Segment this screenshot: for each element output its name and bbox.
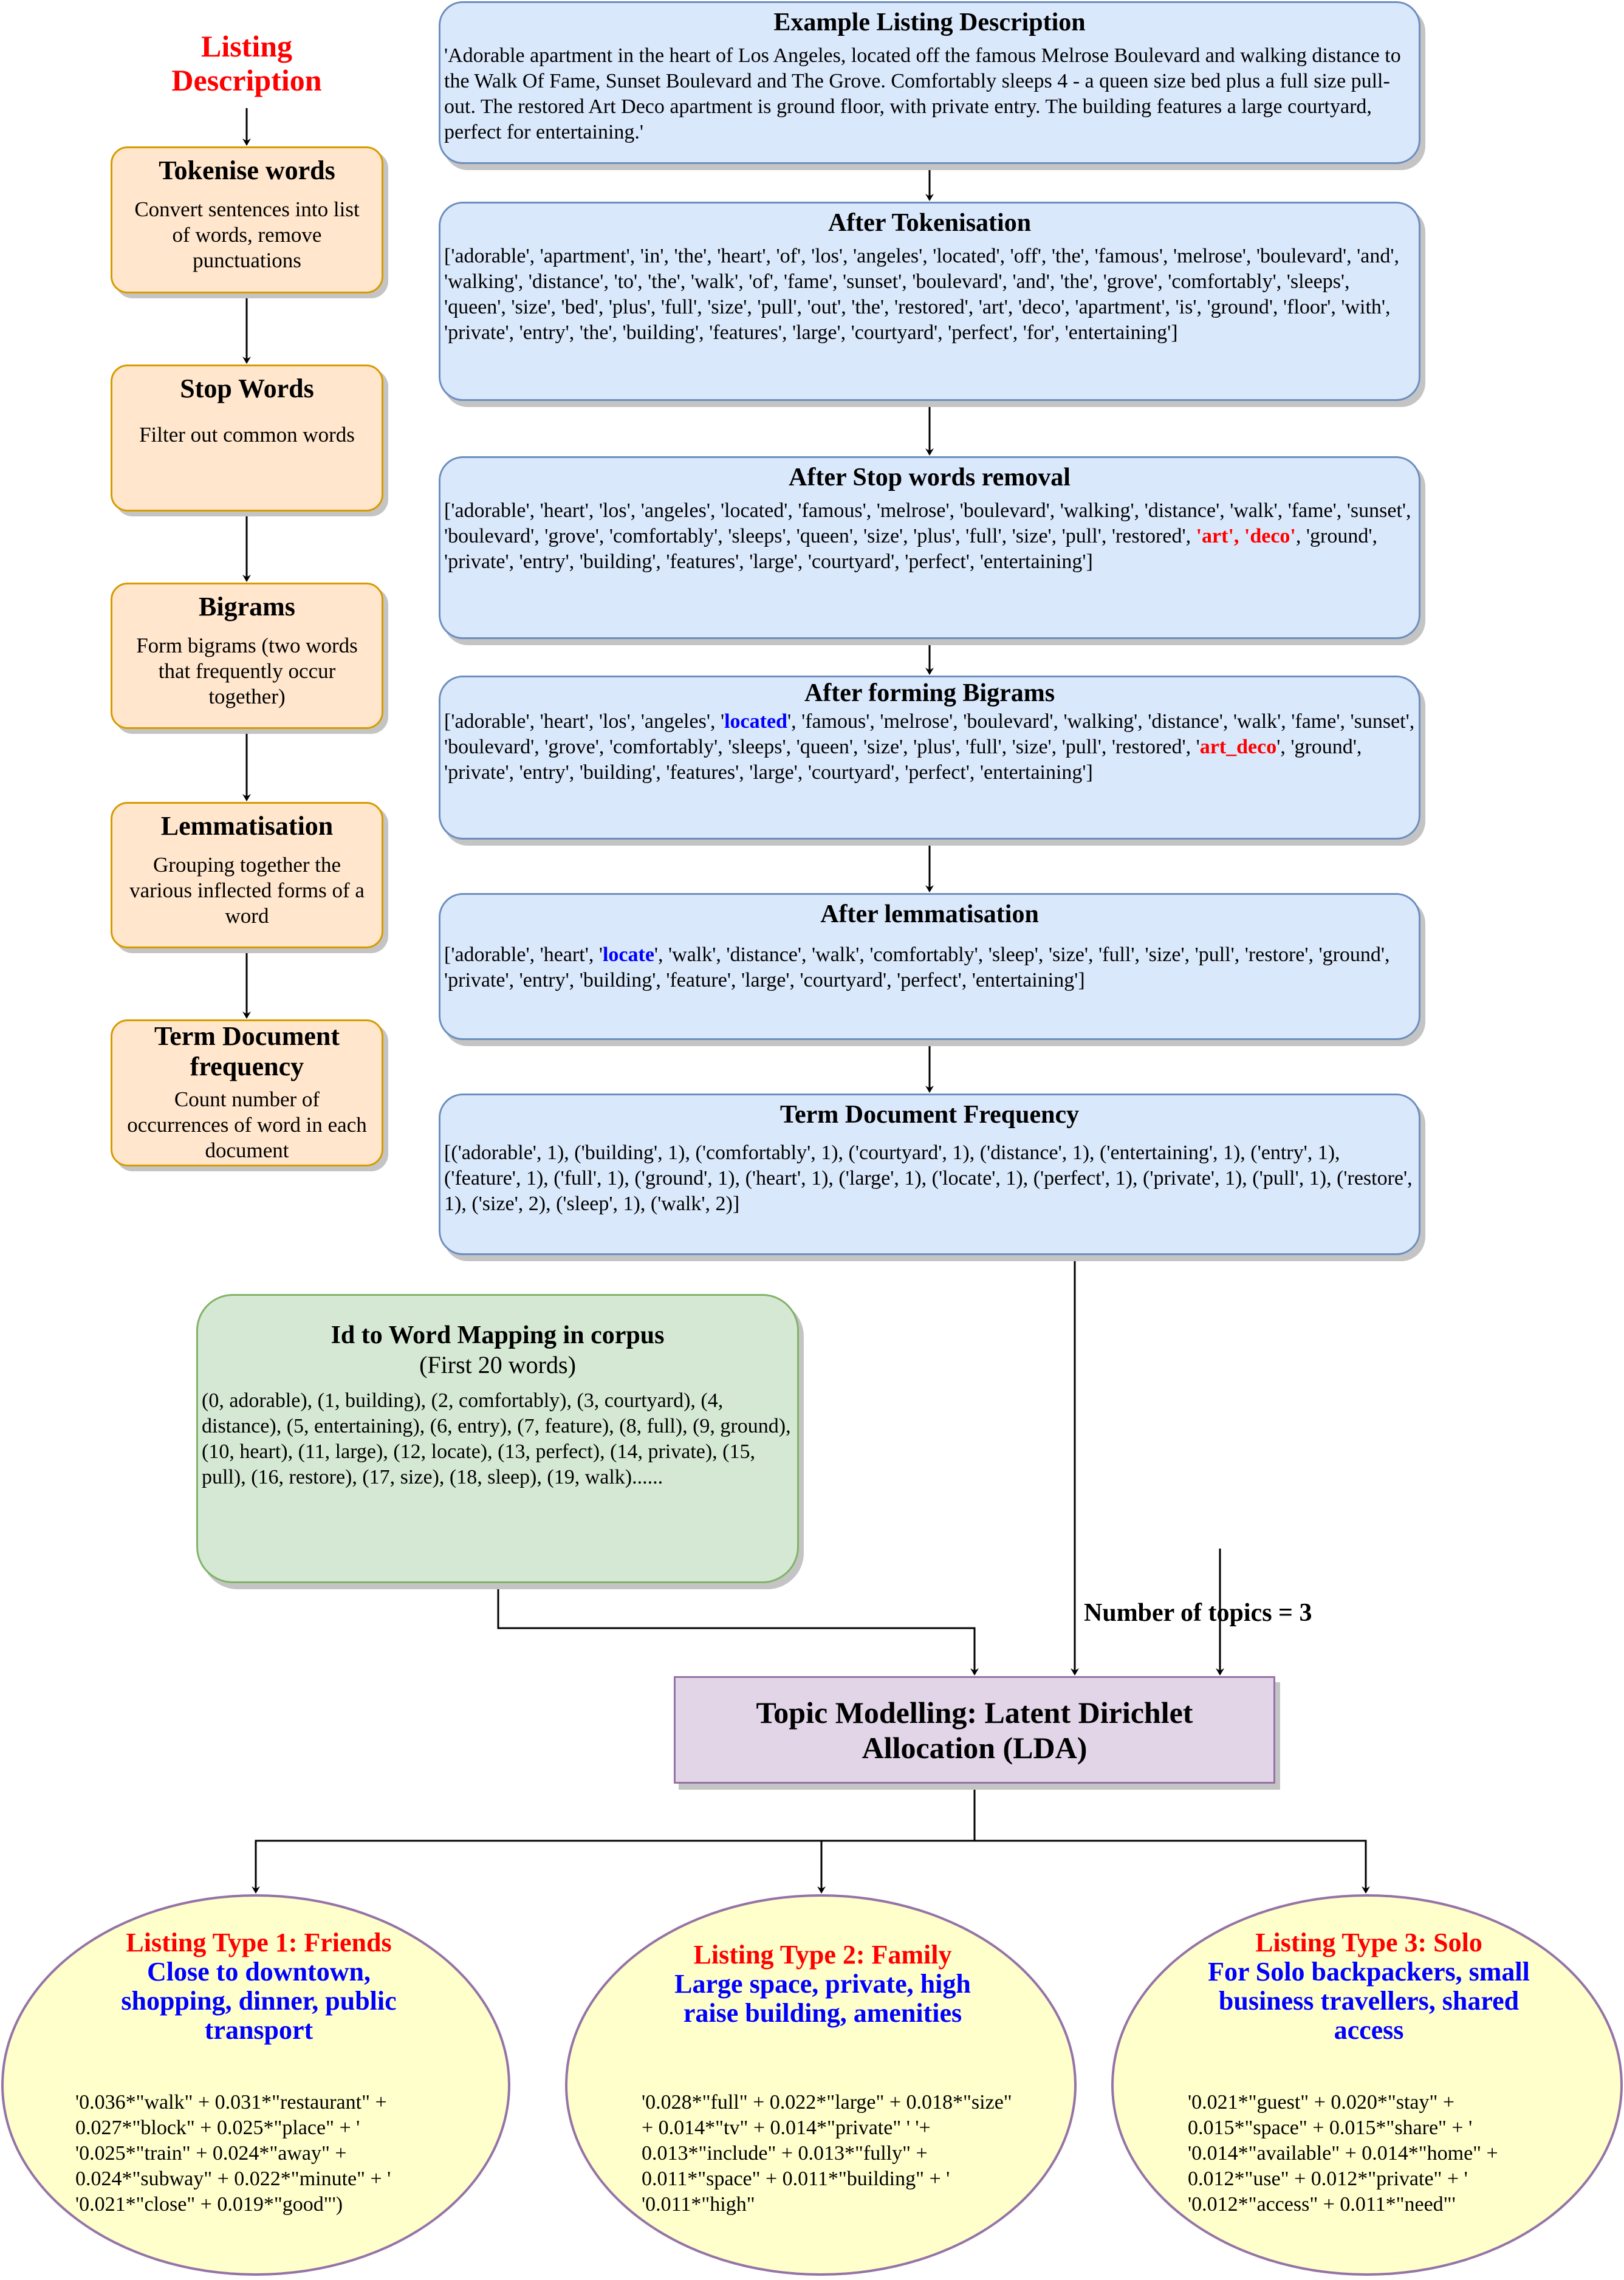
text-segment: ', 'famous', 'melrose', 'boulevard', 'wa… [444, 710, 1415, 758]
step-desc: Count number of occurrences of word in e… [127, 1087, 367, 1162]
step-title: Stop Words [180, 374, 314, 403]
box-title: After Tokenisation [827, 209, 1032, 237]
box-text: (0, adorable), (1, building), (2, comfor… [202, 1389, 791, 1488]
box-title: Example Listing Description [773, 9, 1086, 36]
lemmatisation-box: After lemmatisation ['adorable', 'heart'… [439, 893, 1420, 1040]
box-subtitle: (First 20 words) [419, 1351, 576, 1378]
step-bigrams: Bigrams Form bigrams (two words that fre… [111, 583, 383, 729]
topic-summary: Large space, private, high raise buildin… [674, 1969, 971, 2028]
topic-ellipse-family: Listing Type 2: Family Large space, priv… [565, 1894, 1077, 2276]
box-title: Term Document Frequency [779, 1101, 1080, 1129]
bigrams-box: After forming Bigrams ['adorable', 'hear… [439, 676, 1420, 840]
topic-formula: '0.021*"guest" + 0.020*"stay" + 0.015*"s… [1188, 2091, 1498, 2216]
highlight-located: located [724, 710, 787, 733]
text-segment: ['adorable', 'heart', 'los', 'angeles', … [444, 499, 1411, 547]
step-term-document-frequency: Term Document frequency Count number of … [111, 1019, 383, 1166]
box-title: After forming Bigrams [804, 679, 1055, 707]
step-desc: Form bigrams (two words that frequently … [136, 634, 358, 708]
topic-ellipse-friends: Listing Type 1: Friends Close to downtow… [1, 1894, 510, 2276]
topic-heading: Listing Type 2: Family [693, 1940, 952, 1970]
text-segment: ['adorable', 'heart', ' [444, 943, 603, 966]
box-text: ['adorable', 'heart', 'locate', 'walk', … [444, 942, 1415, 993]
step-stop-words: Stop Words Filter out common words [111, 365, 383, 512]
box-text: ['adorable', 'apartment', 'in', 'the', '… [444, 245, 1399, 344]
topic-formula: '0.036*"walk" + 0.031*"restaurant" + 0.0… [75, 2091, 391, 2216]
topic-summary: Close to downtown, shopping, dinner, pub… [121, 1957, 397, 2045]
topic-formula: '0.028*"full" + 0.022*"large" + 0.018*"s… [642, 2091, 1012, 2216]
box-title: After lemmatisation [820, 900, 1039, 928]
box-title: Id to Word Mapping in corpus [331, 1321, 665, 1349]
text-segment: ', 'ground', 'private', 'entry', 'buildi… [444, 736, 1362, 784]
topic-heading: Listing Type 3: Solo [1255, 1928, 1482, 1957]
highlight-locate: locate [602, 943, 654, 966]
topic-ellipse-solo: Listing Type 3: Solo For Solo backpacker… [1111, 1894, 1623, 2276]
step-lemmatisation: Lemmatisation Grouping together the vari… [111, 802, 383, 948]
num-topics-label: Number of topics = 3 [1084, 1599, 1312, 1627]
topic-summary: For Solo backpackers, small business tra… [1208, 1957, 1530, 2045]
highlight-art-deco: art_deco [1199, 736, 1277, 758]
box-text: 'Adorable apartment in the heart of Los … [444, 44, 1401, 143]
step-title: Tokenise words [159, 156, 335, 185]
term-document-frequency-box: Term Document Frequency [('adorable', 1)… [439, 1094, 1420, 1255]
id-word-mapping-box: Id to Word Mapping in corpus (First 20 w… [196, 1294, 799, 1583]
stopwords-box: After Stop words removal ['adorable', 'h… [439, 456, 1420, 639]
text-segment: ['adorable', 'heart', 'los', 'angeles', … [444, 710, 725, 733]
text-segment: ', 'walk', 'distance', 'walk', 'comforta… [444, 943, 1390, 991]
box-text: ['adorable', 'heart', 'los', 'angeles', … [444, 709, 1415, 786]
pipeline-title: Listing Description [171, 29, 322, 97]
example-listing-box: Example Listing Description 'Adorable ap… [439, 1, 1420, 164]
step-desc: Grouping together the various inflected … [129, 853, 365, 928]
step-desc: Convert sentences into list of words, re… [134, 197, 360, 272]
step-title: Term Document frequency [154, 1021, 340, 1081]
tokenisation-box: After Tokenisation ['adorable', 'apartme… [439, 202, 1420, 401]
box-text: ['adorable', 'heart', 'los', 'angeles', … [444, 498, 1415, 575]
topic-heading: Listing Type 1: Friends [126, 1928, 392, 1957]
step-title: Lemmatisation [160, 811, 334, 841]
step-tokenise: Tokenise words Convert sentences into li… [111, 146, 383, 293]
box-title: After Stop words removal [789, 464, 1071, 491]
lda-box: Topic Modelling: Latent Dirichlet Alloca… [674, 1676, 1275, 1784]
step-desc: Filter out common words [139, 423, 355, 447]
highlight-art-deco: 'art', 'deco' [1196, 525, 1296, 547]
step-title: Bigrams [199, 592, 295, 621]
text-segment: , 'ground', 'private', 'entry', 'buildin… [444, 525, 1377, 573]
box-text: [('adorable', 1), ('building', 1), ('com… [444, 1142, 1413, 1215]
